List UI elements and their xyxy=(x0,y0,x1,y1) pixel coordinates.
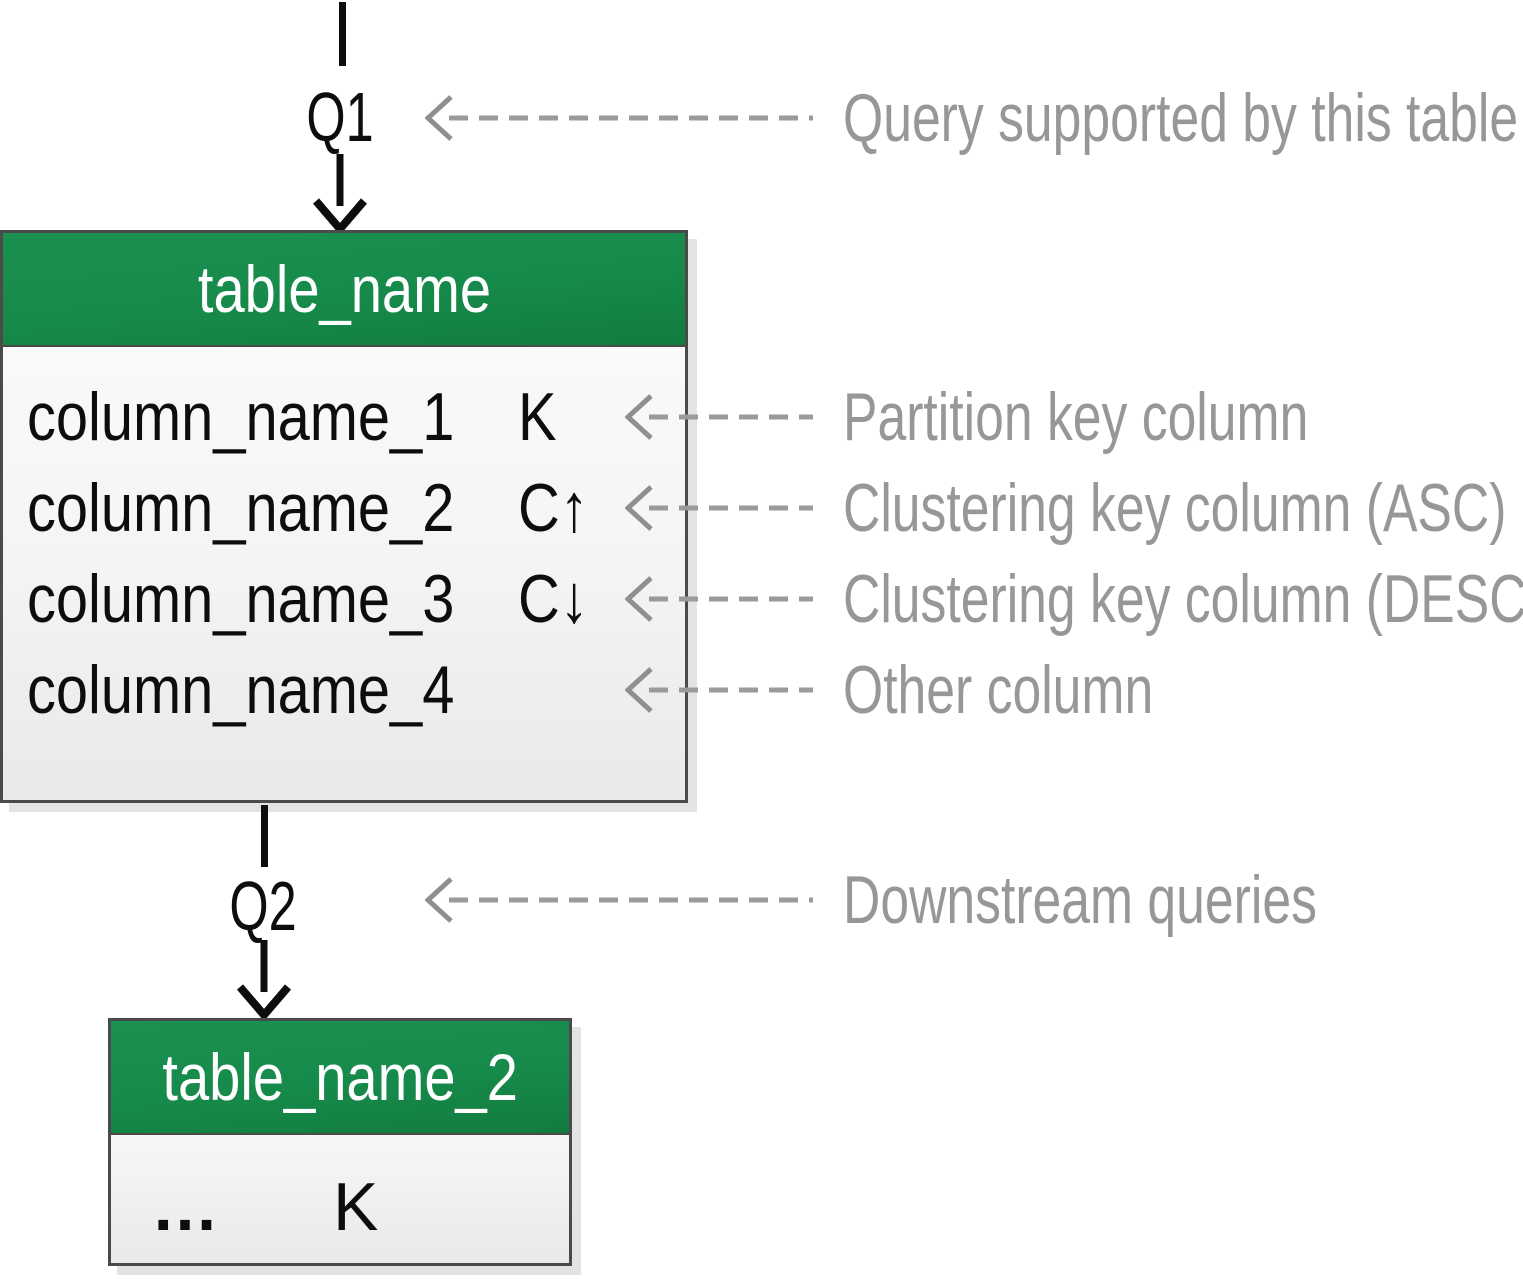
clustering-desc-annotation-arrow-icon xyxy=(625,576,813,622)
table-name-header: table_name xyxy=(3,233,685,347)
q1-down-arrow-icon xyxy=(312,154,368,236)
clustering-key-desc-symbol: C↓ xyxy=(518,561,589,637)
ellipsis-columns-cell: … xyxy=(151,1169,223,1245)
query-annotation-arrow-icon xyxy=(425,95,813,141)
partition-key-symbol: K xyxy=(333,1169,379,1245)
q2-down-arrow-icon xyxy=(236,940,292,1022)
annotation-clustering-asc: Clustering key column (ASC) xyxy=(843,470,1507,546)
column-name-cell: column_name_2 xyxy=(27,470,455,546)
downstream-annotation-arrow-icon xyxy=(425,877,813,923)
clustering-key-asc-symbol: C↑ xyxy=(518,470,589,546)
other-column-annotation-arrow-icon xyxy=(625,667,813,713)
q2-connector-line xyxy=(261,805,268,867)
table-row: column_name_4 xyxy=(3,645,685,735)
annotation-query-supported: Query supported by this table xyxy=(843,80,1519,156)
partition-key-symbol: K xyxy=(518,379,557,455)
table-name-2-entity: table_name_2 … K xyxy=(108,1018,572,1266)
annotation-clustering-desc: Clustering key column (DESC) xyxy=(843,561,1523,637)
table-row: column_name_3 C↓ xyxy=(3,554,685,644)
column-name-cell: column_name_4 xyxy=(27,652,455,728)
annotation-partition-key: Partition key column xyxy=(843,379,1309,455)
table-row: column_name_2 C↑ xyxy=(3,463,685,553)
table-row: … K xyxy=(111,1162,569,1252)
query-q1-label: Q1 xyxy=(306,78,374,156)
annotation-downstream-queries: Downstream queries xyxy=(843,862,1317,938)
table-row: column_name_1 K xyxy=(3,372,685,462)
query-q2-label: Q2 xyxy=(229,867,297,945)
clustering-asc-annotation-arrow-icon xyxy=(625,485,813,531)
column-name-cell: column_name_1 xyxy=(27,379,455,455)
q1-connector-line xyxy=(339,2,346,66)
table-name-2-header: table_name_2 xyxy=(111,1021,569,1135)
table-name-entity: table_name column_name_1 K column_name_2… xyxy=(0,230,688,803)
partition-key-annotation-arrow-icon xyxy=(625,394,813,440)
table-name-2-title: table_name_2 xyxy=(162,1040,518,1114)
table-name-title: table_name xyxy=(197,252,491,326)
annotation-other-column: Other column xyxy=(843,652,1154,728)
column-name-cell: column_name_3 xyxy=(27,561,455,637)
